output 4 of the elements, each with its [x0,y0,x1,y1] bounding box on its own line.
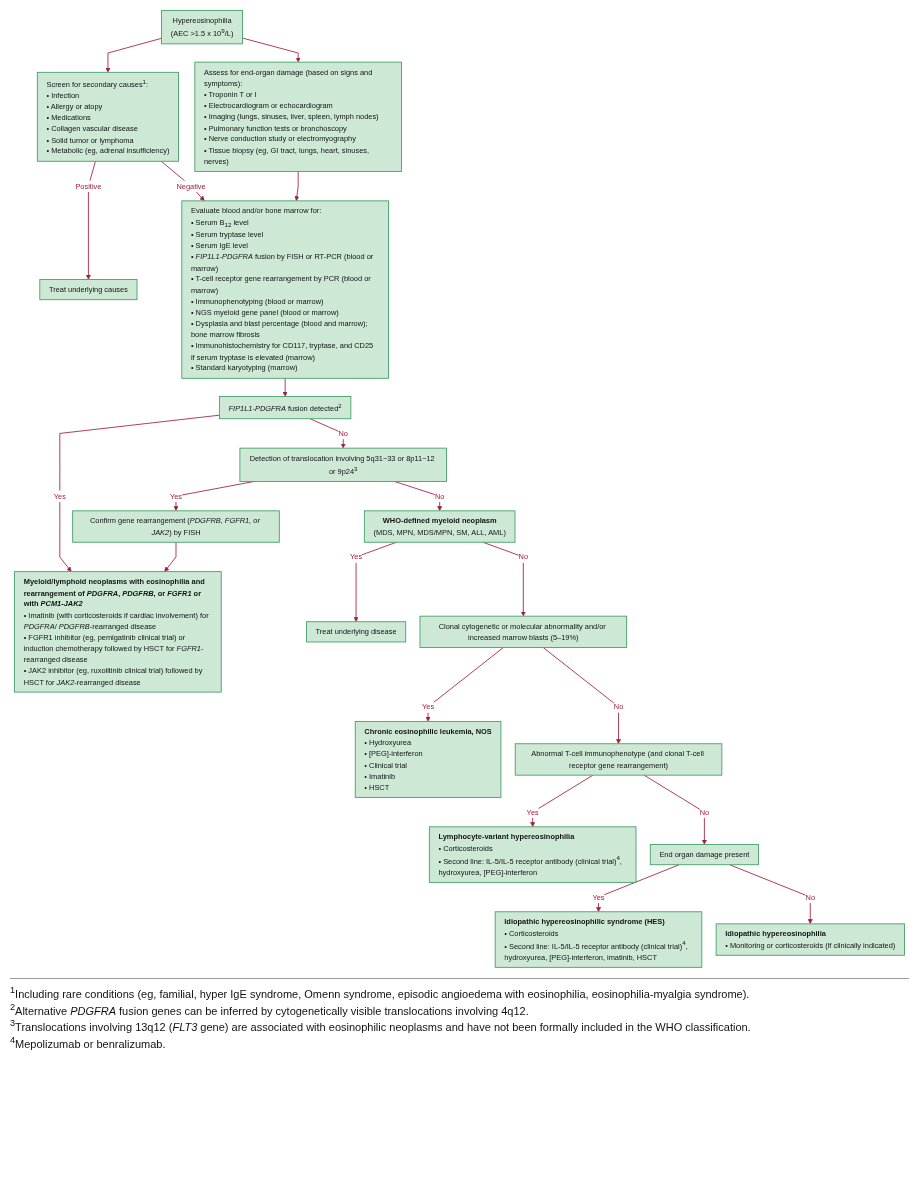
footnote: $^{2}$Alternative PDGFRA fusion genes can be inferred by cytogenetically visible translocations involving 4q12. [10,1001,530,1017]
footnote: $^{4}$Mepolizumab or benralizumab. [10,1034,167,1050]
footnote: $^{1}$Including rare conditions (eg, familial, hyper IgE syndrome, Omenn syndrome, episodic angioedema with eosinophilia, eosinophilia-myalgia syndrome). [10,984,751,1000]
footnote: $^{3}$Translocations involving 13q12 (FLT3 gene) are associated with eosinophilic neoplasms and have not been formally included in the WHO classification. [10,1018,752,1033]
